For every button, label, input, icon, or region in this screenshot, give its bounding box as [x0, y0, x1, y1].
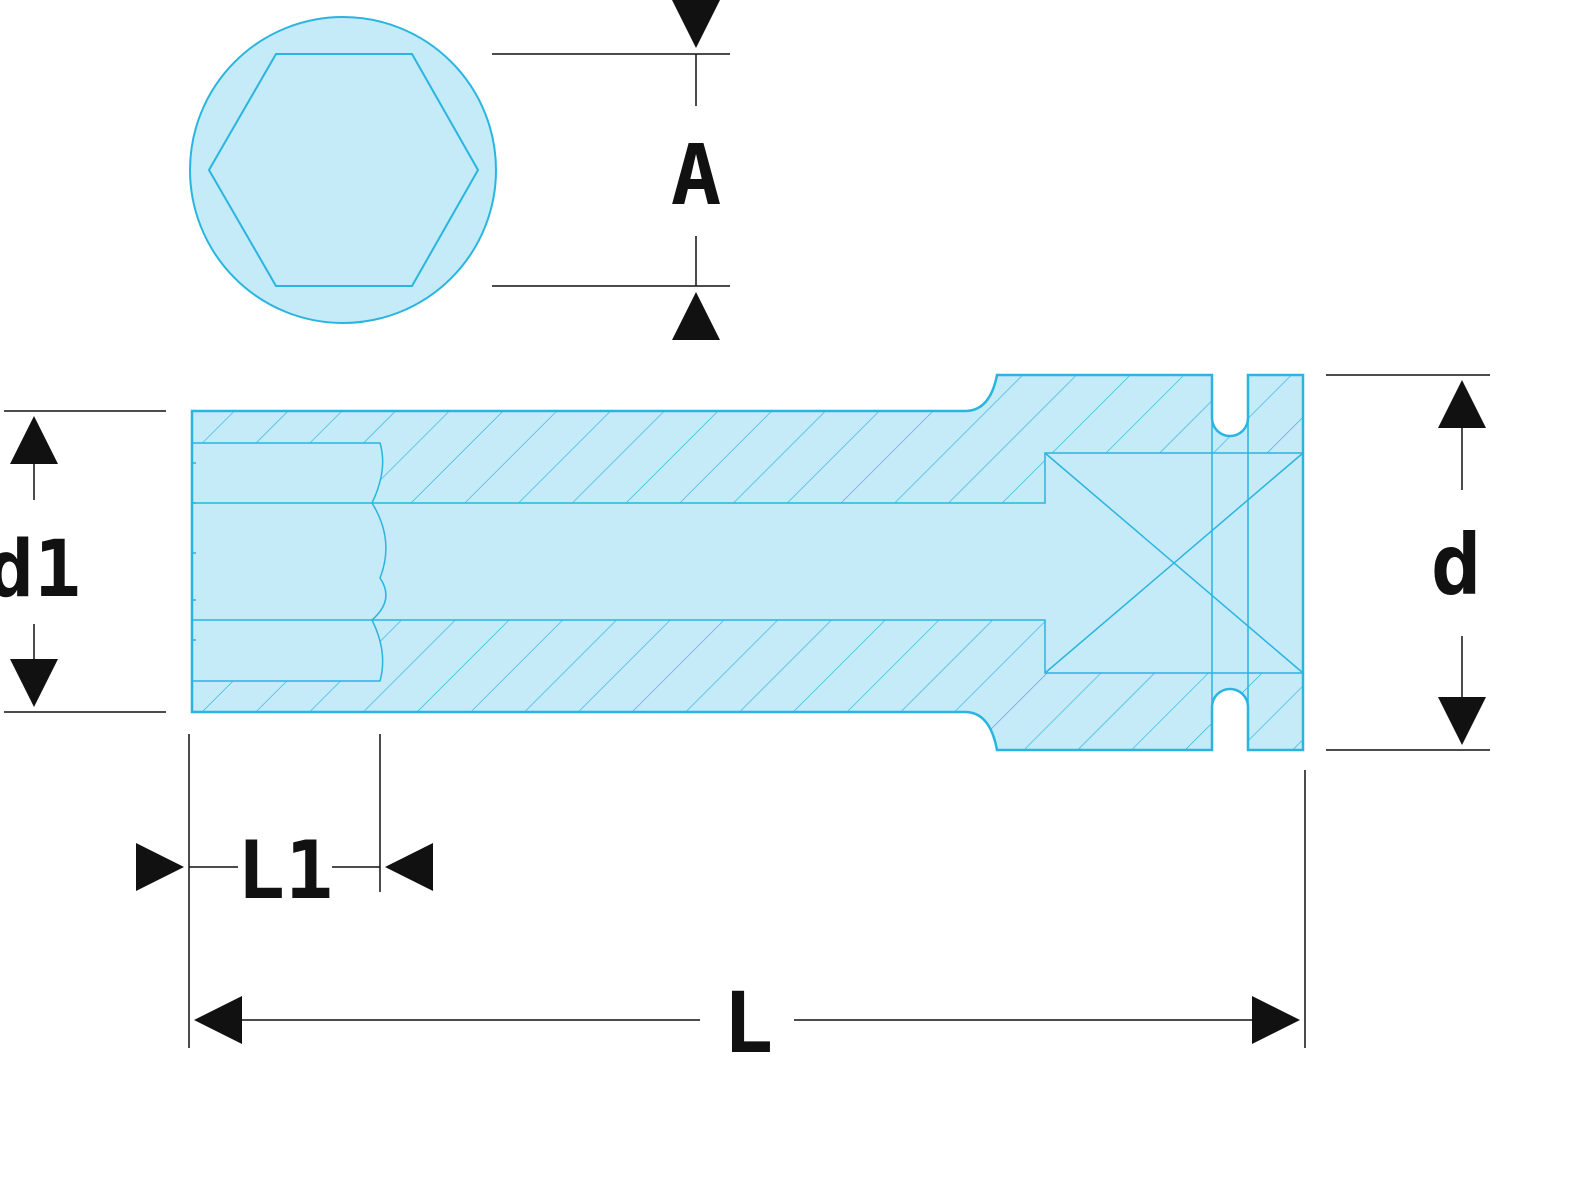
dimension-l1: L1 — [136, 734, 433, 1048]
arrow-a-bottom-icon — [672, 292, 720, 340]
arrow-l-right-icon — [1252, 996, 1300, 1044]
dimension-d: d — [1326, 374, 1490, 751]
hex-bore — [191, 442, 1304, 682]
label-l1: L1 — [237, 824, 333, 917]
arrow-l-left-icon — [194, 996, 242, 1044]
hex-end-view — [189, 16, 497, 324]
dimension-d1: d1 — [0, 410, 166, 713]
arrow-d1-bottom-icon — [10, 659, 58, 707]
arrow-l1-left-icon — [136, 843, 184, 891]
hex-opening — [207, 53, 480, 287]
arrow-d-bottom-icon — [1438, 697, 1486, 745]
hex-lobe-upper — [371, 502, 387, 621]
socket-section-view — [190, 373, 1305, 752]
arrow-d1-top-icon — [10, 416, 58, 464]
label-d: d — [1431, 516, 1482, 614]
dimension-l: L — [194, 770, 1306, 1072]
front-face-ticks — [192, 462, 196, 641]
square-drive-diagonal-2 — [1044, 452, 1304, 674]
arrow-a-top-icon — [672, 0, 720, 48]
label-l: L — [723, 974, 774, 1072]
socket-outline — [190, 373, 1305, 752]
dimension-a: A — [492, 0, 730, 340]
arrow-d-top-icon — [1438, 380, 1486, 428]
label-a: A — [671, 126, 722, 224]
socket-end-circle — [189, 16, 497, 324]
arrow-l1-right-icon — [385, 843, 433, 891]
label-d1: d1 — [0, 525, 81, 615]
